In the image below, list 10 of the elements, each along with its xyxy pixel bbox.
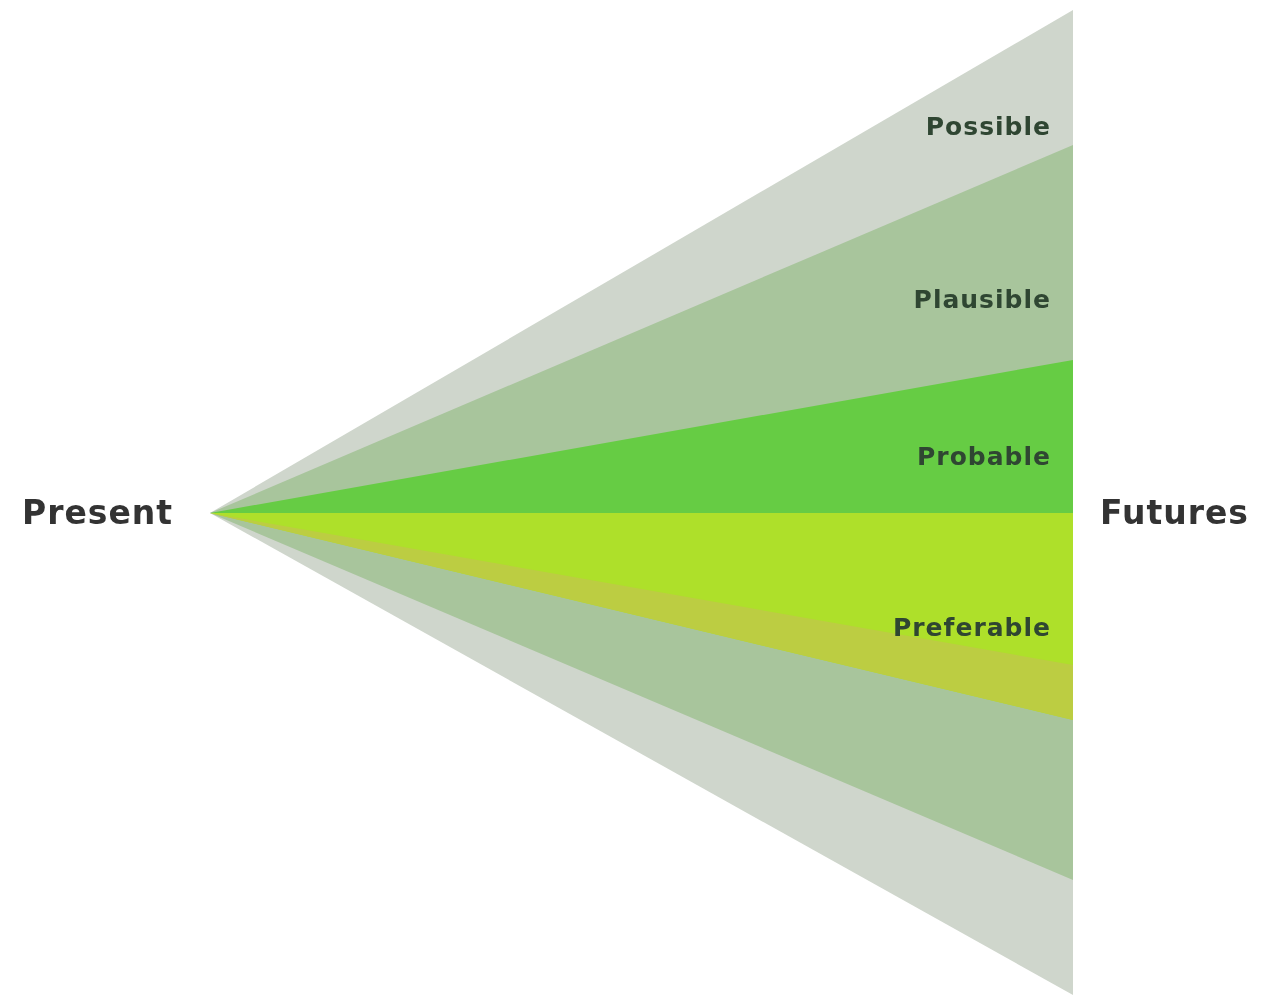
band-label: Possible bbox=[925, 112, 1051, 142]
axis-end-label: Present bbox=[22, 493, 174, 533]
cone-band bbox=[210, 10, 1073, 995]
band-label: Preferable bbox=[892, 613, 1051, 643]
band-label: Plausible bbox=[913, 285, 1051, 315]
cone-band bbox=[210, 145, 1073, 880]
cone-band bbox=[210, 513, 1073, 720]
band-label: Probable bbox=[917, 442, 1051, 472]
cone-band bbox=[210, 360, 1073, 513]
axis-end-label: Futures bbox=[1100, 493, 1249, 533]
